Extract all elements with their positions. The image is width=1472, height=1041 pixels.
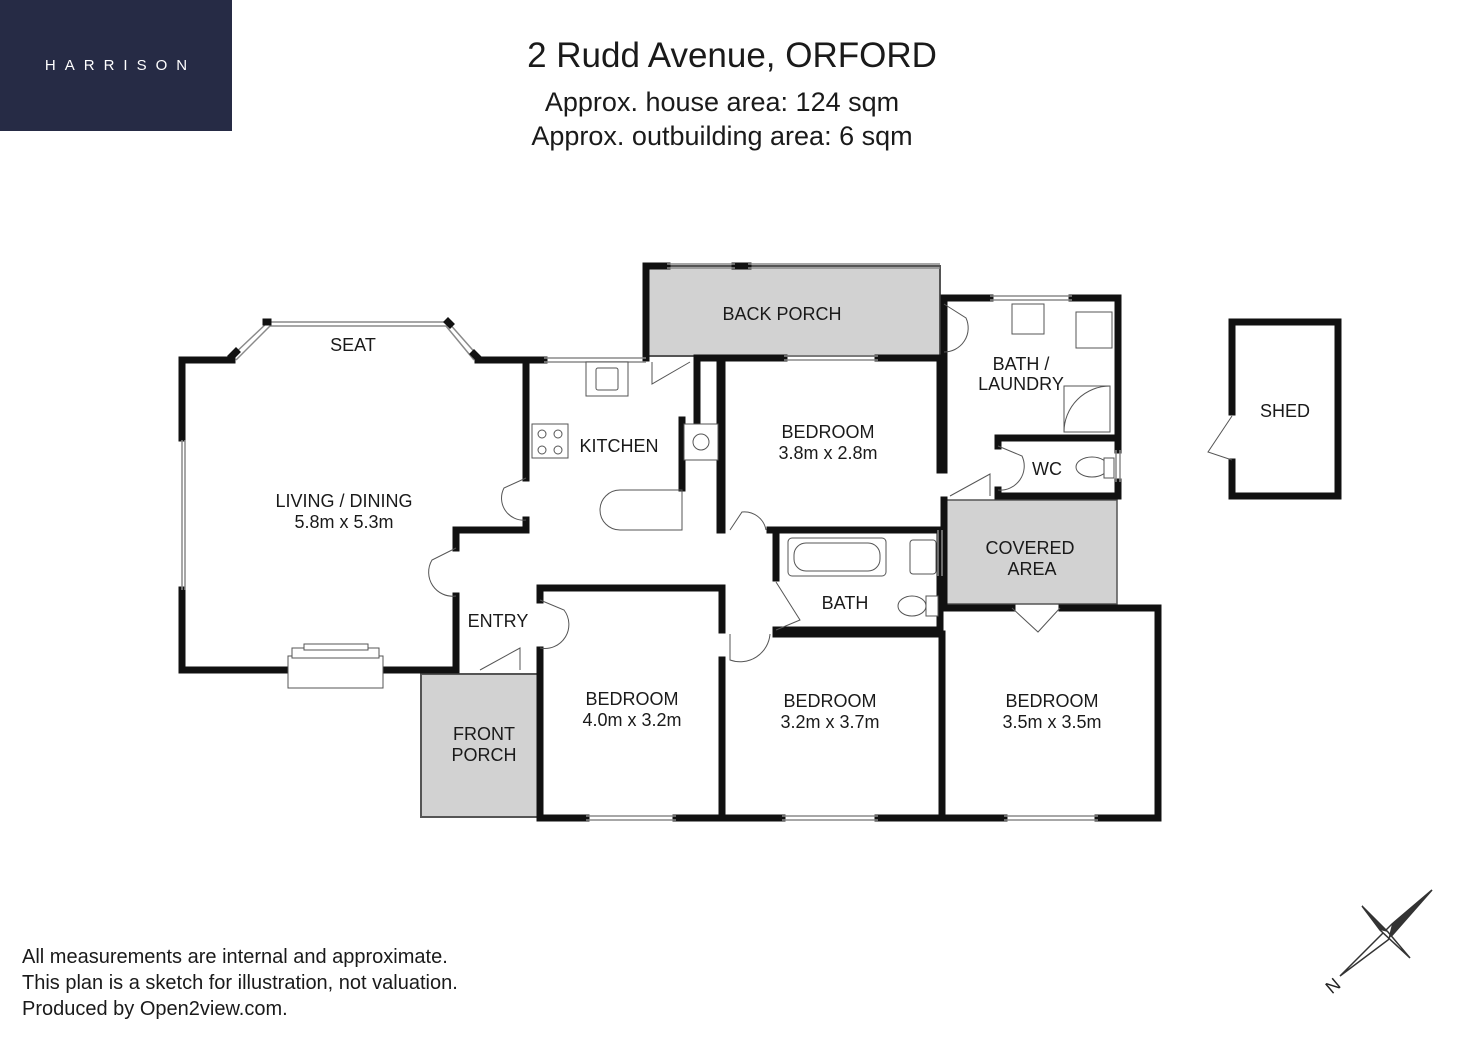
shed-label: SHED [1260, 401, 1310, 421]
living-dining-size: 5.8m x 5.3m [294, 512, 393, 532]
bedroom-4-label: BEDROOM [1005, 691, 1098, 711]
harrison-logo: HARRISON [0, 0, 232, 131]
fireplace [287, 643, 384, 689]
bathroom-fixtures [787, 303, 1115, 617]
seat-label: SEAT [330, 335, 376, 355]
covered-area-fill [945, 499, 1118, 605]
wc-label: WC [1032, 459, 1062, 479]
back-porch-area [645, 265, 941, 357]
bedroom-1-size: 3.8m x 2.8m [778, 443, 877, 463]
bath-laundry-label-1: BATH / [993, 354, 1050, 374]
bedroom-4-size: 3.5m x 3.5m [1002, 712, 1101, 732]
covered-area-label-2: AREA [1007, 559, 1056, 579]
front-porch-label-1: FRONT [453, 724, 515, 744]
disclaimer-line-3: Produced by Open2view.com. [22, 998, 288, 1020]
disclaimer-line-1: All measurements are internal and approx… [22, 946, 448, 968]
front-porch-label-2: PORCH [451, 745, 516, 765]
entry-label: ENTRY [468, 611, 529, 631]
windows [181, 263, 1121, 821]
living-dining-label: LIVING / DINING [275, 491, 412, 511]
walls [178, 262, 1342, 822]
bedroom-2-size: 4.0m x 3.2m [582, 710, 681, 730]
bedroom-3-label: BEDROOM [783, 691, 876, 711]
back-porch-label: BACK PORCH [722, 304, 841, 324]
compass-north-label: N [1322, 974, 1345, 998]
bay-window-seat [227, 317, 483, 363]
bedroom-3-size: 3.2m x 3.7m [780, 712, 879, 732]
kitchen-label: KITCHEN [579, 436, 658, 456]
compass-icon: N [1322, 889, 1433, 998]
bath-laundry-label-2: LAUNDRY [978, 374, 1064, 394]
house-area-text: Approx. house area: 124 sqm [544, 87, 900, 117]
bedroom-2-label: BEDROOM [585, 689, 678, 709]
bedroom-1-label: BEDROOM [781, 422, 874, 442]
disclaimer: All measurements are internal and approx… [22, 944, 458, 1022]
doors [428, 303, 1233, 671]
front-porch-area [420, 673, 539, 818]
bath-label: BATH [822, 593, 869, 613]
kitchen-fixtures [531, 361, 719, 531]
outbuilding-area-text: Approx. outbuilding area: 6 sqm [531, 121, 913, 151]
logo-text: HARRISON [44, 57, 197, 74]
property-address-title: 2 Rudd Avenue, ORFORD [527, 36, 937, 75]
disclaimer-line-2: This plan is a sketch for illustration, … [22, 972, 458, 994]
covered-area-label-1: COVERED [985, 538, 1074, 558]
